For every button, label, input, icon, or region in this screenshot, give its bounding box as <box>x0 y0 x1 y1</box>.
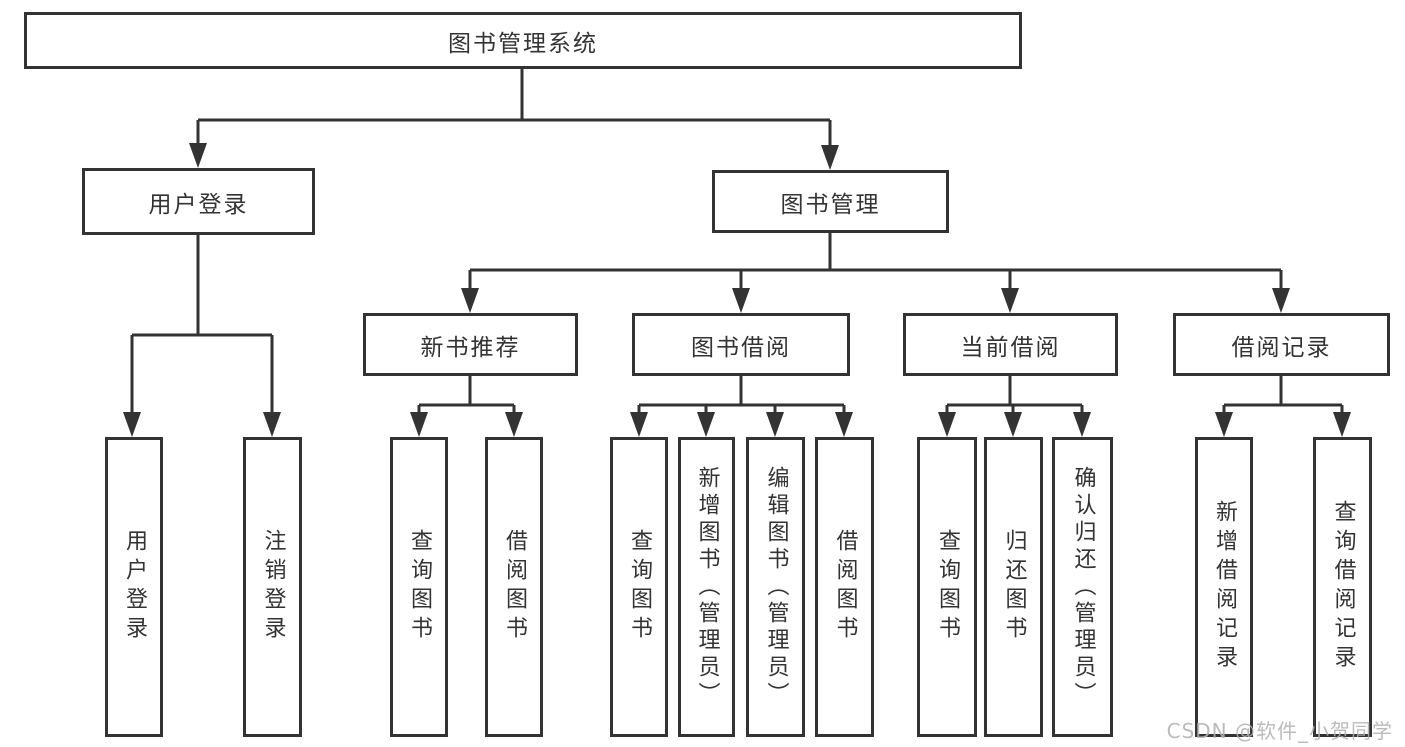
arrowhead-icon <box>630 412 648 437</box>
node-leaf-query-borrow-record: 查询借阅记录 <box>1313 437 1372 737</box>
node-new-book-recommend: 新书推荐 <box>363 313 578 376</box>
node-leaf-borrow-books-recommend: 借阅图书 <box>485 437 543 737</box>
node-label: 用户登录 <box>148 191 249 218</box>
node-label: 图书借阅 <box>691 334 791 361</box>
arrowhead-icon <box>189 143 207 168</box>
node-label: 注销登录 <box>260 529 286 645</box>
node-leaf-borrow-books: 借阅图书 <box>815 437 874 737</box>
node-book-management: 图书管理 <box>712 170 949 233</box>
node-label: 用户登录 <box>122 529 147 645</box>
node-leaf-add-books-admin: 新增图书（管理员） <box>678 437 735 737</box>
node-leaf-logout: 注销登录 <box>243 437 302 737</box>
node-label: 编辑图书（管理员） <box>763 465 789 709</box>
node-label: 确认归还（管理员） <box>1070 465 1096 709</box>
arrowhead-icon <box>732 288 750 313</box>
node-label: 当前借阅 <box>960 334 1061 361</box>
node-leaf-query-books-current: 查询图书 <box>917 437 977 737</box>
node-label: 借阅图书 <box>502 529 527 645</box>
arrowhead-icon <box>1073 412 1091 437</box>
arrowhead-icon <box>697 412 715 437</box>
node-leaf-user-login: 用户登录 <box>105 437 163 737</box>
arrowhead-icon <box>821 145 839 170</box>
arrowhead-icon <box>766 412 784 437</box>
node-label: 图书管理系统 <box>448 30 598 57</box>
node-leaf-query-books-recommend: 查询图书 <box>390 437 448 737</box>
arrowhead-icon <box>938 412 956 437</box>
node-leaf-edit-books-admin: 编辑图书（管理员） <box>746 437 805 737</box>
node-label: 查询图书 <box>935 529 960 645</box>
node-label: 借阅图书 <box>832 529 858 645</box>
node-leaf-confirm-return-admin: 确认归还（管理员） <box>1052 437 1113 737</box>
node-book-borrow: 图书借阅 <box>632 313 850 376</box>
node-leaf-query-books-borrow: 查询图书 <box>610 437 668 737</box>
arrowhead-icon <box>1333 412 1351 437</box>
arrowhead-icon <box>1272 288 1290 313</box>
node-library-management-system: 图书管理系统 <box>24 12 1022 69</box>
node-leaf-return-books: 归还图书 <box>984 437 1043 737</box>
node-user-login: 用户登录 <box>82 168 315 235</box>
node-leaf-add-borrow-record: 新增借阅记录 <box>1195 437 1253 737</box>
arrowhead-icon <box>835 412 853 437</box>
arrowhead-icon <box>263 412 281 437</box>
node-borrow-record: 借阅记录 <box>1173 313 1390 376</box>
csdn-watermark: CSDN @软件_小贺同学 <box>1166 719 1393 743</box>
arrowhead-icon <box>1001 288 1019 313</box>
node-label: 新增借阅记录 <box>1212 500 1237 674</box>
node-label: 查询借阅记录 <box>1330 500 1356 674</box>
node-current-borrow: 当前借阅 <box>903 313 1118 376</box>
arrowheads <box>123 143 1351 437</box>
node-label: 查询图书 <box>407 529 432 645</box>
arrowhead-icon <box>123 412 141 437</box>
node-label: 新书推荐 <box>420 334 521 361</box>
arrowhead-icon <box>461 288 479 313</box>
node-label: 新增图书（管理员） <box>694 465 720 709</box>
node-label: 归还图书 <box>1001 529 1027 645</box>
node-label: 借阅记录 <box>1231 334 1332 361</box>
arrowhead-icon <box>1004 412 1022 437</box>
arrowhead-icon <box>1215 412 1233 437</box>
node-label: 查询图书 <box>627 529 652 645</box>
arrowhead-icon <box>505 412 523 437</box>
arrowhead-icon <box>410 412 428 437</box>
node-label: 图书管理 <box>780 191 881 218</box>
